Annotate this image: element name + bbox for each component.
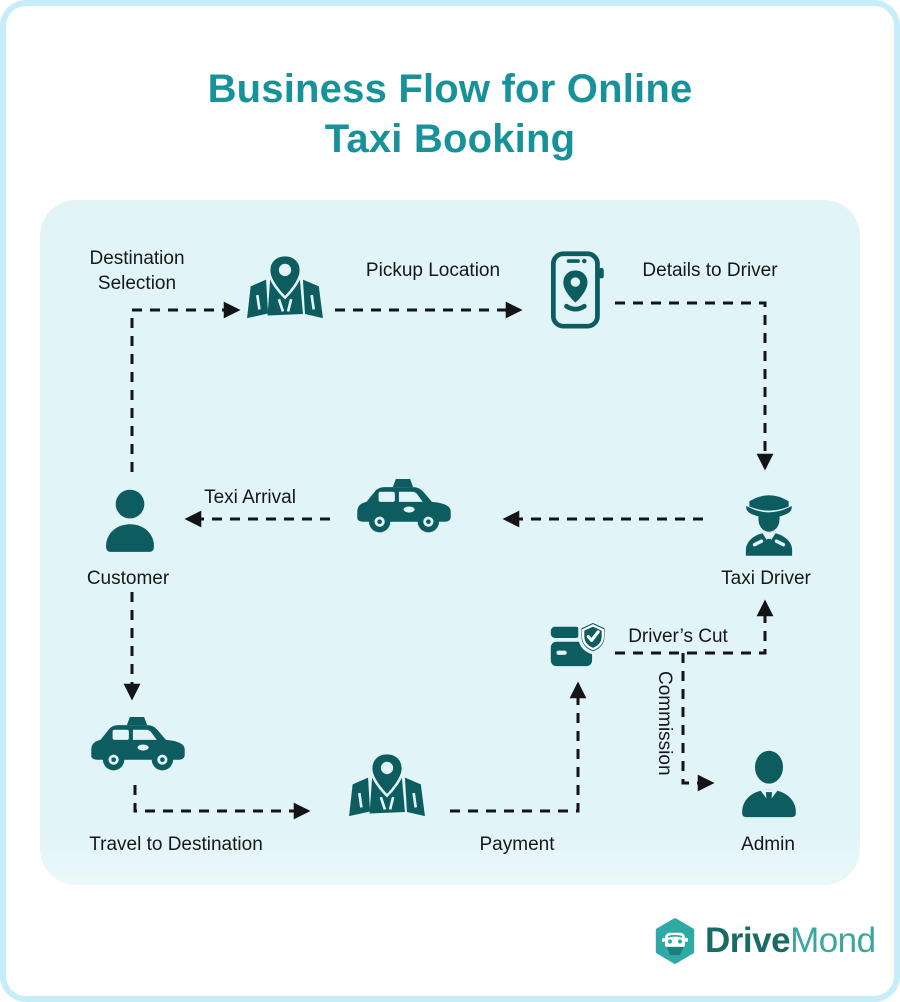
brand-logo: DriveMond <box>654 918 876 964</box>
edge-customer-to-map <box>130 301 241 472</box>
label-taxi-driver: Taxi Driver <box>721 568 811 589</box>
map-pin-icon <box>244 252 326 334</box>
flow-connectors <box>123 301 774 820</box>
secure-payment-icon <box>548 619 608 672</box>
edge-phone-to-driver <box>615 301 774 471</box>
admin-icon <box>730 744 808 822</box>
label-payment: Payment <box>479 834 555 855</box>
edge-payment-to-card <box>450 681 587 813</box>
edge-card-to-driver <box>615 599 774 655</box>
taxi-travel-icon <box>82 714 194 779</box>
title-line-1: Business Flow for Online <box>207 67 693 111</box>
edge-commission-to-admin <box>681 653 715 792</box>
label-details-to-driver: Details to Driver <box>642 260 778 281</box>
brand-wordmark: DriveMond <box>705 921 876 961</box>
label-pickup-location: Pickup Location <box>365 260 501 281</box>
map-pin-icon <box>346 750 428 832</box>
brand-name-primary: Drive <box>705 921 791 960</box>
label-destination-selection: Destination Selection <box>89 248 185 295</box>
drivemond-hexagon-icon <box>654 918 696 964</box>
label-customer: Customer <box>86 568 170 589</box>
taxi-icon <box>348 476 460 541</box>
taxi-driver-icon <box>732 484 806 558</box>
label-travel-to-destination: Travel to Destination <box>89 834 263 855</box>
label-drivers-cut: Driver’s Cut <box>628 626 728 647</box>
flow-canvas: Destination Selection Pickup Location De… <box>40 200 860 885</box>
label-admin: Admin <box>741 834 795 855</box>
phone-pin-icon <box>546 250 609 332</box>
customer-icon <box>96 486 164 554</box>
page-title: Business Flow for Online Taxi Booking <box>0 64 900 164</box>
label-commission: Commission <box>654 670 675 776</box>
edge-taxi2-to-map2 <box>133 785 311 820</box>
brand-name-secondary: Mond <box>790 921 876 960</box>
title-line-2: Taxi Booking <box>324 117 576 161</box>
label-texi-arrival: Texi Arrival <box>204 487 296 508</box>
